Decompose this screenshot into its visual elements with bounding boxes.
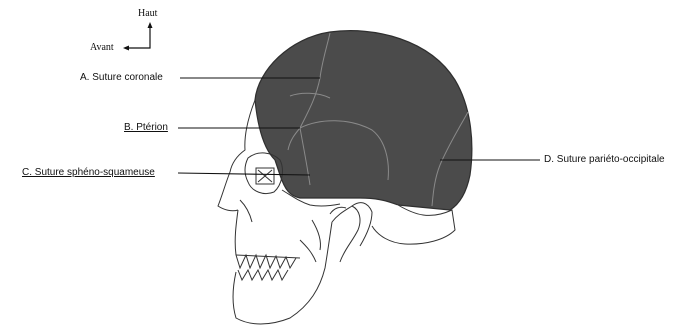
- label-coronal-suture: A. Suture coronale: [80, 72, 163, 84]
- label-spheno-squamous-suture: C. Suture sphéno-squameuse: [22, 167, 155, 179]
- label-pterion: B. Ptérion: [124, 122, 168, 134]
- up-label: Haut: [138, 8, 157, 19]
- cranial-vault: [255, 31, 472, 210]
- occipital-bone: [372, 205, 455, 244]
- front-label: Avant: [90, 42, 114, 53]
- orientation-arrows: [123, 22, 153, 51]
- label-parieto-occipital-suture: D. Suture pariéto-occipitale: [544, 154, 665, 166]
